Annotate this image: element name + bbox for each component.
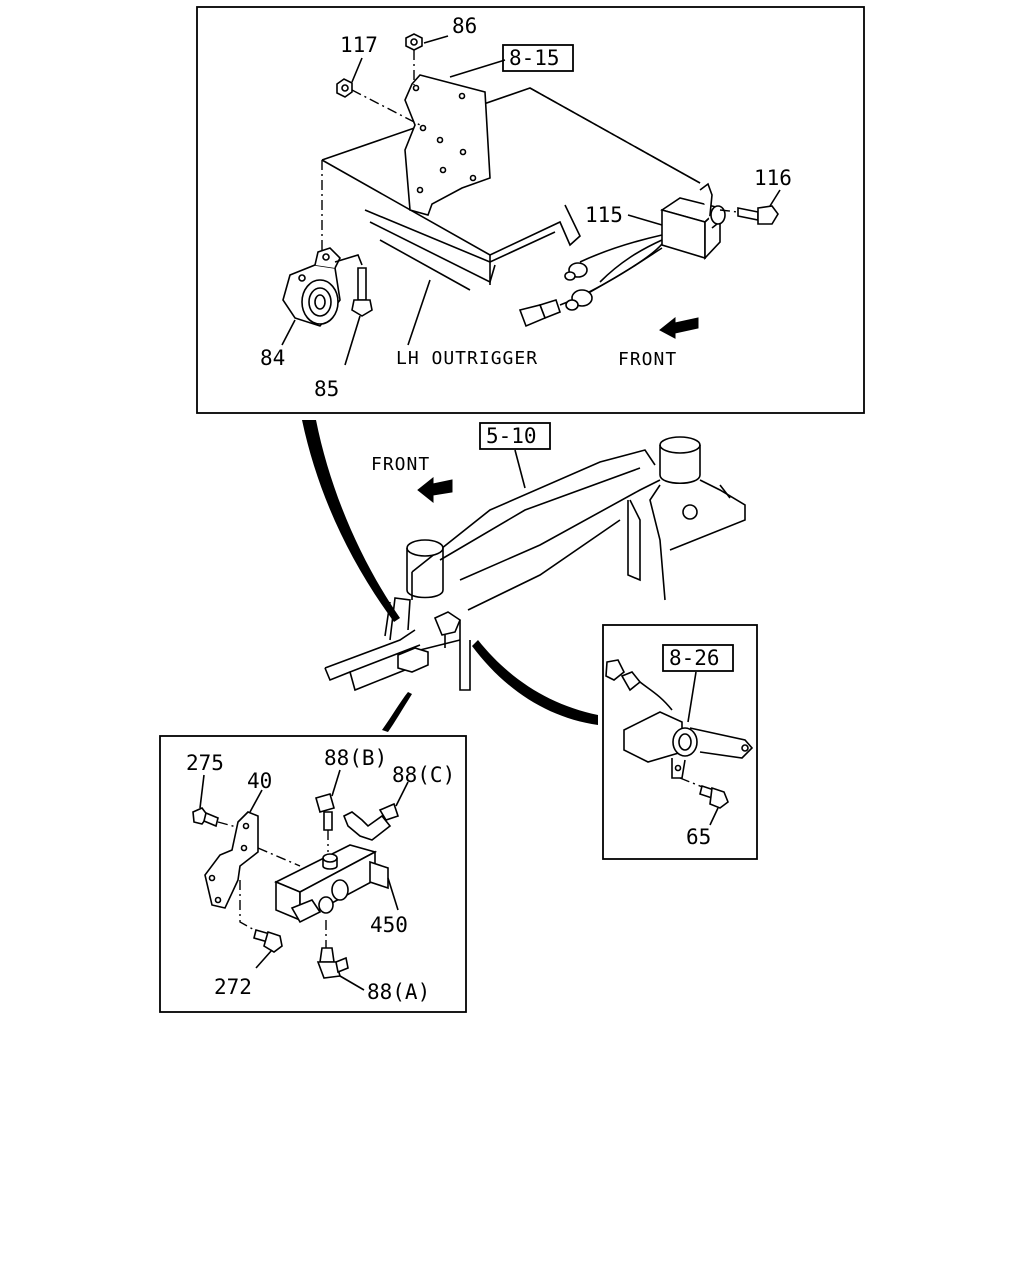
module-115 [518,182,726,328]
callout-84: 84 [260,346,285,370]
ref-box-8-15 [502,44,574,72]
right-panel: 8-26 65 [602,624,758,860]
ref-label-8-26: 8-26 [669,646,720,670]
fitting-88c-icon [342,781,409,841]
callout-88b: 88(B) [324,746,387,770]
ref-box-8-26 [662,644,734,672]
callout-450: 450 [370,913,408,937]
sensor-84 [281,160,363,346]
bolt-85-icon [344,267,373,366]
ref-box-5-10 [479,422,551,450]
callout-86: 86 [452,14,477,38]
front-label-frame: FRONT [371,454,430,475]
valve-450 [274,844,399,924]
fitting-88a-icon [316,920,365,991]
bracket-8-15 [404,59,506,216]
top-panel-frame [196,6,865,414]
bolt-116-icon [719,189,781,225]
bracket-40 [204,789,301,933]
nut-86-icon [405,33,449,85]
callout-272: 272 [214,975,252,999]
lh-outrigger-label: LH OUTRIGGER [396,348,538,369]
left-panel-frame [159,735,467,1013]
callout-88a: 88(A) [367,980,430,1004]
callout-65: 65 [686,825,711,849]
callout-85: 85 [314,377,339,401]
fitting-88b-icon [315,769,341,852]
front-arrow-frame-icon [417,476,453,504]
nut-117-icon [336,57,421,126]
leader-swoosh-top [302,420,400,622]
front-label-top: FRONT [618,349,677,370]
bolt-272-icon [253,929,283,969]
bolt-65-icon [699,784,729,826]
leader-swoosh-left [382,692,412,732]
callout-40: 40 [247,769,272,793]
top-panel: 8-15 86 117 [196,6,865,414]
callout-275: 275 [186,751,224,775]
leader-swoosh-right [472,640,598,725]
callout-117: 117 [340,33,378,57]
bolt-275-icon [192,774,241,829]
front-arrow-icon [659,316,699,339]
frame-5-10: 5-10 FRONT [324,422,746,692]
callout-115: 115 [585,203,623,227]
callout-88c: 88(C) [392,763,455,787]
ref-label-8-15: 8-15 [509,46,560,70]
left-panel: 275 40 272 [159,735,467,1013]
callout-116: 116 [754,166,792,190]
sensor-8-26 [605,659,754,789]
right-panel-frame [602,624,758,860]
ref-label-5-10: 5-10 [486,424,537,448]
